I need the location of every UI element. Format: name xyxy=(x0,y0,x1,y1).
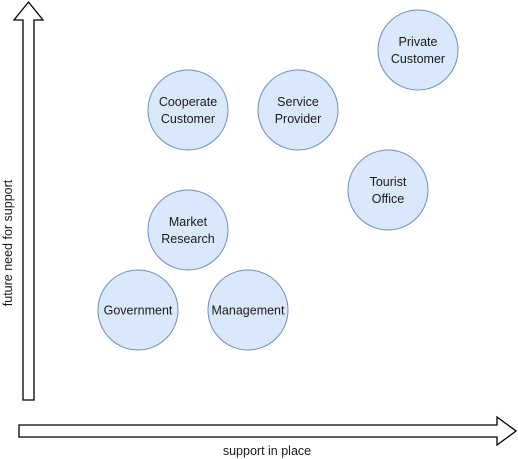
node-label: Provider xyxy=(275,112,322,126)
y-axis-arrow xyxy=(12,0,45,401)
nodes-layer: PrivateCustomerCooperateCustomerServiceP… xyxy=(97,9,459,351)
y-axis-label: future need for support xyxy=(1,179,15,306)
node-circle xyxy=(147,69,229,151)
node-circle xyxy=(347,149,429,231)
node-circle xyxy=(377,9,459,91)
x-axis-label: support in place xyxy=(223,444,311,458)
node-label: Service xyxy=(277,95,319,109)
node-label: Tourist xyxy=(370,175,407,189)
node-circle xyxy=(257,69,339,151)
node-circle xyxy=(97,269,179,351)
node-management: Management xyxy=(207,269,289,351)
node-circle xyxy=(147,189,229,271)
node-label: Private xyxy=(399,35,438,49)
node-label: Management xyxy=(212,304,285,318)
node-label: Customer xyxy=(391,52,445,66)
node-label: Cooperate xyxy=(159,95,217,109)
node-government: Government xyxy=(97,269,179,351)
node-label: Customer xyxy=(161,112,215,126)
node-label: Government xyxy=(104,304,173,318)
node-label: Office xyxy=(372,192,404,206)
node-circle xyxy=(207,269,289,351)
node-label: Market xyxy=(169,215,208,229)
x-axis-arrow xyxy=(18,415,518,447)
node-label: Research xyxy=(161,232,215,246)
